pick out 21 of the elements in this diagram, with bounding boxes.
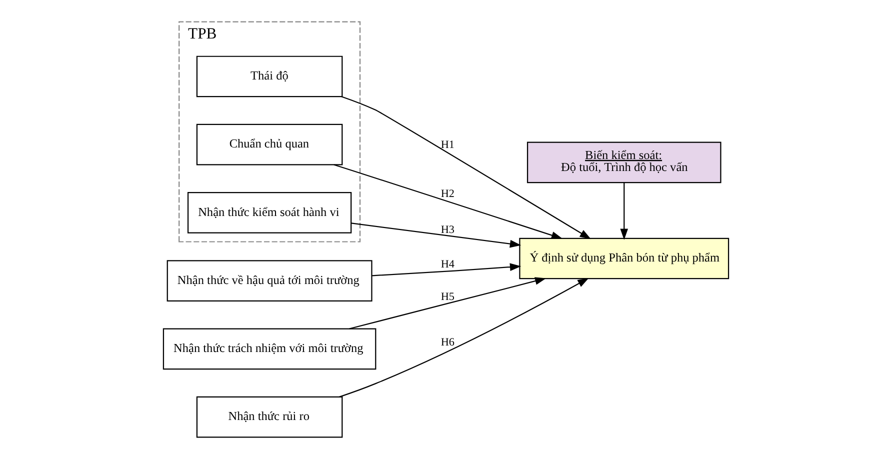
arrow [620, 182, 628, 240]
node-box: Nhận thức kiểm soát hành vi [186, 192, 352, 234]
arrow [338, 278, 588, 398]
arrow [333, 164, 562, 240]
node-box: Nhận thức trách nhiệm với môi trường [162, 328, 376, 370]
node-box: Biến kiểm soát: Độ tuổi, Trình độ học vấn [526, 142, 721, 184]
arrow [348, 277, 546, 330]
node-box: Nhận thức về hậu quả tới môi trường [166, 260, 372, 302]
edge-label: H3 [440, 224, 454, 236]
arrow [340, 96, 590, 240]
edge-label: H2 [440, 188, 454, 200]
node-box: Ý định sử dụng Phân bón từ phụ phẩm [518, 238, 729, 280]
edge-label: H4 [440, 258, 454, 270]
arrow [350, 222, 521, 248]
edge-label: H1 [440, 138, 454, 151]
node-box: Nhận thức rủi ro [196, 396, 342, 438]
node-box: Thái độ [196, 56, 342, 98]
arrow [372, 263, 521, 276]
node-box: Chuẩn chủ quan [196, 124, 342, 166]
edge-label: H5 [440, 290, 454, 303]
edge-label: H6 [440, 336, 454, 349]
